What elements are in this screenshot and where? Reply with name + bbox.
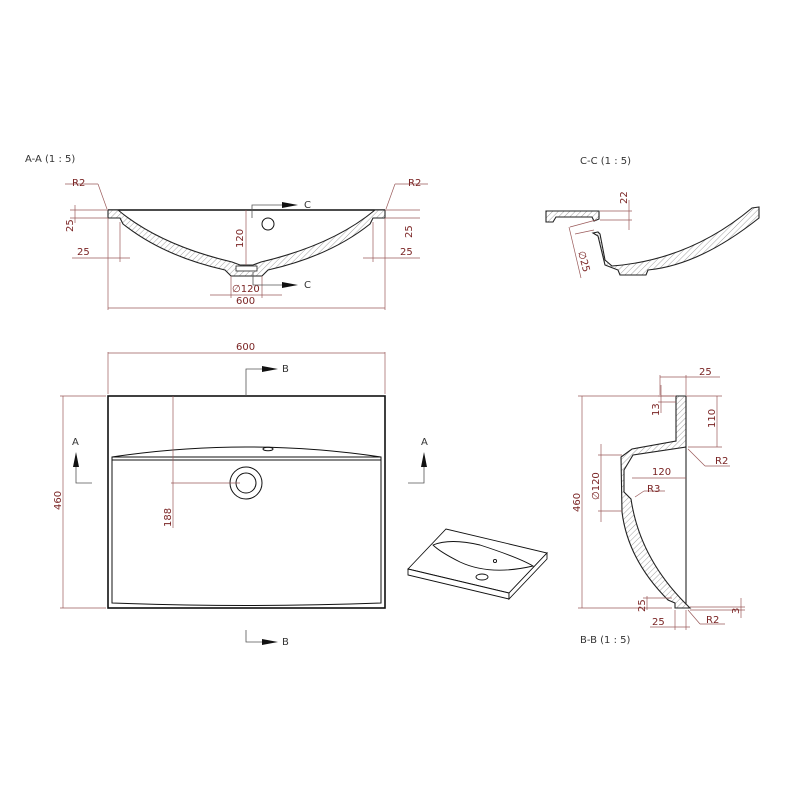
dim-bottom-width-bb: 25 — [652, 617, 665, 628]
bowl-back-edge — [111, 446, 382, 458]
section-arrow-c-bottom — [282, 282, 298, 288]
dim-3-bb: 3 — [731, 608, 742, 614]
iso-drain — [475, 573, 489, 581]
dim-overflow-diameter-cc: ∅25 — [575, 250, 591, 274]
section-arrow-c-top — [282, 202, 298, 208]
dim-rim-width-right: 25 — [400, 247, 413, 258]
section-view-cc: C-C (1 : 5) 22 ∅25 — [545, 156, 760, 279]
radius-label-top-bb: R2 — [715, 456, 728, 467]
iso-overflow — [492, 558, 498, 564]
section-view-bb: B-B (1 : 5) 25 13 110 R2 ∅120 120 R3 460 — [572, 367, 745, 646]
dim-120-bb: 120 — [652, 467, 671, 478]
bowl-outline — [111, 456, 382, 606]
dim-width-aa: 600 — [236, 296, 255, 307]
radius-label-left: R2 — [72, 178, 85, 189]
radius-label-right: R2 — [408, 178, 421, 189]
bb-section — [620, 395, 692, 609]
dim-extension — [569, 219, 597, 228]
cc-top-section — [545, 210, 600, 223]
overflow-hole — [261, 217, 275, 231]
section-cut-line-c-top — [251, 204, 282, 218]
dim-drain-offset: 188 — [163, 508, 174, 527]
section-arrow-b-top — [262, 366, 278, 372]
section-cut-line-b-bottom — [245, 630, 262, 643]
section-arrow-a-right — [421, 452, 427, 467]
dim-rim-width-left: 25 — [77, 247, 90, 258]
section-cut-line-b-top — [245, 368, 262, 396]
leader-line — [385, 183, 396, 210]
dim-drain-diameter-aa: ∅120 — [232, 284, 260, 295]
cc-bowl-section — [591, 206, 760, 276]
isometric-view — [407, 528, 548, 601]
dim-depth-aa: 120 — [235, 229, 246, 248]
section-label-c-top: C — [304, 200, 311, 211]
plan-view: 600 460 188 B B A A — [53, 342, 428, 648]
section-label-c-bottom: C — [304, 280, 311, 291]
section-label-b-bottom: B — [282, 637, 289, 648]
dim-depth-plan: 460 — [53, 491, 64, 510]
dim-top-width-bb: 25 — [699, 367, 712, 378]
dim-bottom-height-bb: 25 — [637, 599, 648, 612]
dim-extension — [574, 229, 595, 235]
view-title-cc: C-C (1 : 5) — [580, 156, 631, 167]
section-label-a-left: A — [72, 437, 79, 448]
overflow-slot — [262, 446, 274, 452]
basin-outline — [107, 395, 386, 609]
dim-110-bb: 110 — [707, 409, 718, 428]
dim-drain-diameter-bb: ∅120 — [591, 472, 602, 500]
radius-label-r3: R3 — [647, 484, 660, 495]
view-title-bb: B-B (1 : 5) — [580, 635, 631, 646]
view-title-aa: A-A (1 : 5) — [25, 154, 75, 165]
drain-opening — [235, 265, 258, 272]
dim-rim-height-left: 25 — [65, 219, 76, 232]
dim-rim-height-right: 25 — [404, 225, 415, 238]
section-cut-line-a-right — [408, 467, 425, 484]
dim-line — [568, 226, 582, 279]
dim-depth-bb: 460 — [572, 493, 583, 512]
section-arrow-a-left — [73, 452, 79, 467]
section-arrow-b-bottom — [262, 639, 278, 645]
radius-label-bottom-bb: R2 — [706, 615, 719, 626]
section-label-a-right: A — [421, 437, 428, 448]
section-label-b-top: B — [282, 364, 289, 375]
iso-side-face — [508, 551, 548, 601]
dim-thickness-cc: 22 — [619, 191, 630, 204]
section-cut-line-c-bottom — [252, 272, 282, 286]
leader-line — [687, 609, 701, 625]
iso-top-face — [407, 528, 548, 594]
dim-13-bb: 13 — [651, 403, 662, 416]
section-view-aa: A-A (1 : 5) 25 25 25 25 120 ∅120 600 R2 — [25, 154, 428, 310]
iso-bowl — [432, 541, 535, 571]
leader-line — [687, 448, 706, 467]
leader-line — [97, 183, 108, 210]
leader-line — [634, 490, 645, 498]
dim-width-plan: 600 — [236, 342, 255, 353]
section-cut-line-a-left — [75, 467, 92, 484]
